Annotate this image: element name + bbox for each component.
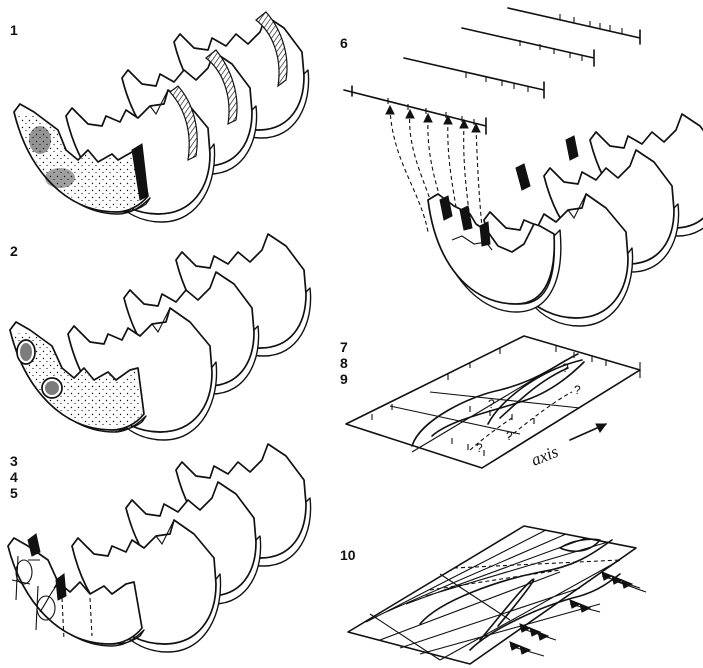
- step-label-9: 9: [340, 371, 348, 387]
- panel-3-5: 3 4 5: [7, 443, 312, 653]
- unknown-mark-3: ?: [506, 429, 513, 443]
- unknown-mark-5: ?: [574, 383, 581, 397]
- step-label-4: 4: [10, 469, 18, 485]
- unknown-mark-4: ?: [562, 361, 569, 375]
- step-label-2: 2: [10, 243, 18, 259]
- panel-2: 2: [9, 233, 312, 441]
- step-label-8: 8: [340, 355, 348, 371]
- step-label-3: 3: [10, 453, 18, 469]
- panel-6: 6: [340, 7, 703, 327]
- step-label-1: 1: [10, 22, 18, 38]
- axis-label: axis: [528, 442, 561, 470]
- unknown-mark-2: ?: [476, 441, 483, 455]
- step-label-7: 7: [340, 339, 348, 355]
- step-label-5: 5: [10, 485, 18, 501]
- panel-1: 1: [10, 11, 310, 223]
- panel-10: 10: [340, 525, 647, 665]
- step-label-10: 10: [340, 547, 356, 563]
- unknown-mark-1: ?: [488, 397, 495, 411]
- step-label-6: 6: [340, 35, 348, 51]
- panel-7-9: 7 8 9 ? ? ? ? ? axis: [340, 335, 641, 470]
